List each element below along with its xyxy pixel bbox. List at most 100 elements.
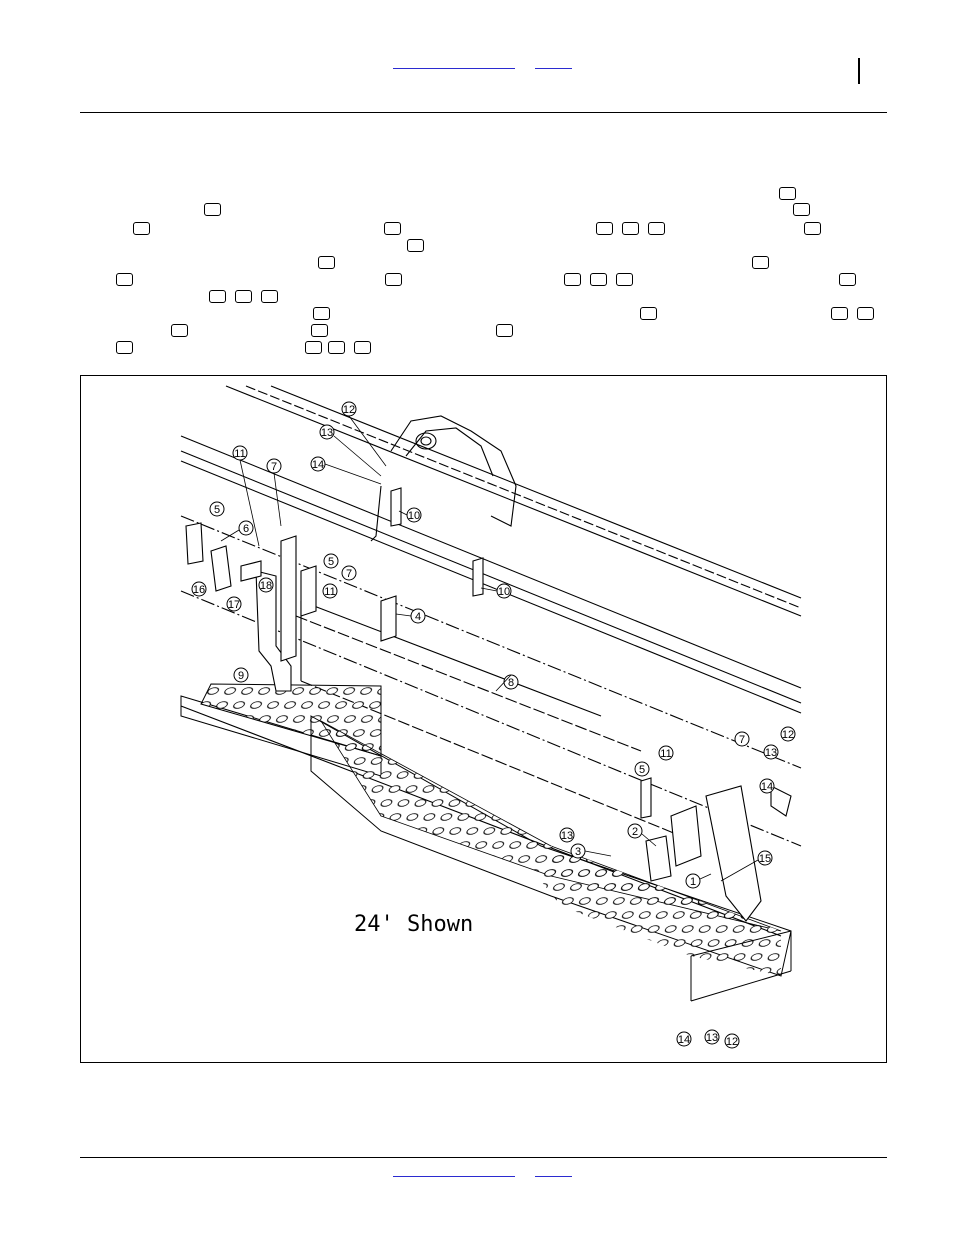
callout-10b: 10 — [496, 583, 512, 599]
callout-4-label: 4 — [415, 611, 421, 623]
callout-bubble — [590, 273, 607, 286]
callout-3-label: 3 — [575, 846, 581, 858]
callout-bubble — [209, 290, 226, 303]
callout-9-label: 9 — [238, 670, 244, 682]
callout-7c-label: 7 — [739, 734, 745, 746]
callout-10a: 10 — [406, 507, 422, 523]
callout-13c: 13 — [559, 827, 575, 843]
callout-bubble — [779, 187, 796, 200]
callout-9: 9 — [233, 667, 249, 683]
callout-bubble — [752, 256, 769, 269]
parts-figure: 24' Shown 1 2 3 4 5 5 5 6 7 7 7 8 9 10 1… — [80, 375, 887, 1063]
callout-16-label: 16 — [193, 584, 205, 596]
hitch-assembly — [370, 415, 517, 542]
walkway-deck — [180, 683, 792, 1002]
callout-11a-label: 11 — [234, 448, 245, 460]
callout-15: 15 — [757, 850, 773, 866]
callout-12a-label: 12 — [343, 404, 355, 416]
callout-5b-label: 5 — [328, 556, 334, 568]
callout-5c-label: 5 — [639, 764, 645, 776]
callout-bubble — [640, 307, 657, 320]
callout-18: 18 — [258, 577, 274, 593]
callout-13d: 13 — [704, 1029, 720, 1045]
callout-12b-label: 12 — [782, 729, 794, 741]
callout-bubble — [116, 273, 133, 286]
callout-5b: 5 — [323, 553, 339, 569]
callout-12b: 12 — [780, 726, 796, 742]
callout-11b: 11 — [322, 583, 338, 599]
callout-17-label: 17 — [228, 599, 240, 611]
header-rule — [80, 112, 887, 113]
callout-11b-label: 11 — [324, 586, 335, 598]
left-brackets — [185, 522, 317, 692]
callout-12c-label: 12 — [726, 1036, 738, 1048]
callout-10b-label: 10 — [498, 586, 510, 598]
callout-16: 16 — [191, 581, 207, 597]
callout-2-label: 2 — [632, 826, 638, 838]
callout-bubble — [204, 203, 221, 216]
callout-bubble — [385, 273, 402, 286]
footer-link-2[interactable] — [535, 1176, 572, 1177]
callout-13d-label: 13 — [706, 1032, 718, 1044]
callout-12c: 12 — [724, 1033, 740, 1049]
callout-bubble — [328, 341, 345, 354]
callout-bubble — [804, 222, 821, 235]
callout-bubble — [318, 256, 335, 269]
callout-bubble — [839, 273, 856, 286]
callout-bubble — [311, 324, 328, 337]
exploded-assembly-drawing: 24' Shown 1 2 3 4 5 5 5 6 7 7 7 8 9 10 1… — [180, 385, 802, 1049]
header-link-1[interactable] — [393, 68, 515, 69]
callout-14b-label: 14 — [761, 781, 773, 793]
callout-bubble — [564, 273, 581, 286]
callout-12a: 12 — [341, 401, 357, 417]
callout-14c-label: 14 — [678, 1034, 690, 1046]
callout-3: 3 — [570, 843, 586, 859]
callout-bubble — [305, 341, 322, 354]
header-link-2[interactable] — [535, 68, 572, 69]
callout-13a-label: 13 — [321, 427, 333, 439]
callout-bubble — [793, 203, 810, 216]
callout-7a: 7 — [266, 458, 282, 474]
part-callouts: 1 2 3 4 5 5 5 6 7 7 7 8 9 10 10 11 11 11… — [191, 401, 796, 1049]
callout-11c-label: 11 — [660, 748, 671, 760]
callout-13a: 13 — [319, 424, 335, 440]
callout-bubble — [857, 307, 874, 320]
footer-link-1[interactable] — [393, 1176, 515, 1177]
callout-bubble — [616, 273, 633, 286]
callout-4: 4 — [410, 608, 426, 624]
callout-bubble — [648, 222, 665, 235]
callout-7b-label: 7 — [346, 568, 352, 580]
callout-bubble — [354, 341, 371, 354]
callout-bubble — [133, 222, 150, 235]
callout-14c: 14 — [676, 1031, 692, 1047]
callout-bubble — [384, 222, 401, 235]
callout-bubble — [596, 222, 613, 235]
callout-13b-label: 13 — [765, 747, 777, 759]
callout-bubble — [235, 290, 252, 303]
callout-bubble — [831, 307, 848, 320]
callout-bubble — [261, 290, 278, 303]
callout-10a-label: 10 — [408, 510, 420, 522]
callout-5c: 5 — [634, 761, 650, 777]
figure-caption: 24' Shown — [354, 912, 473, 937]
callout-1: 1 — [685, 873, 701, 889]
callout-bubble — [313, 307, 330, 320]
callout-14b: 14 — [759, 778, 775, 794]
callout-5a: 5 — [209, 501, 225, 517]
callout-bubble — [116, 341, 133, 354]
callout-14a: 14 — [310, 456, 326, 472]
callout-2: 2 — [627, 823, 643, 839]
callout-13c-label: 13 — [561, 830, 573, 842]
callout-14a-label: 14 — [312, 459, 324, 471]
callout-7b: 7 — [341, 565, 357, 581]
callout-13b: 13 — [763, 744, 779, 760]
callout-11c: 11 — [658, 745, 674, 761]
callout-7c: 7 — [734, 731, 750, 747]
footer-rule — [80, 1157, 887, 1158]
callout-18-label: 18 — [260, 580, 272, 592]
page-edge-bar — [858, 58, 860, 84]
callout-8: 8 — [503, 674, 519, 690]
callout-bubble — [171, 324, 188, 337]
leader-lines — [220, 415, 759, 882]
callout-11a: 11 — [232, 445, 248, 461]
